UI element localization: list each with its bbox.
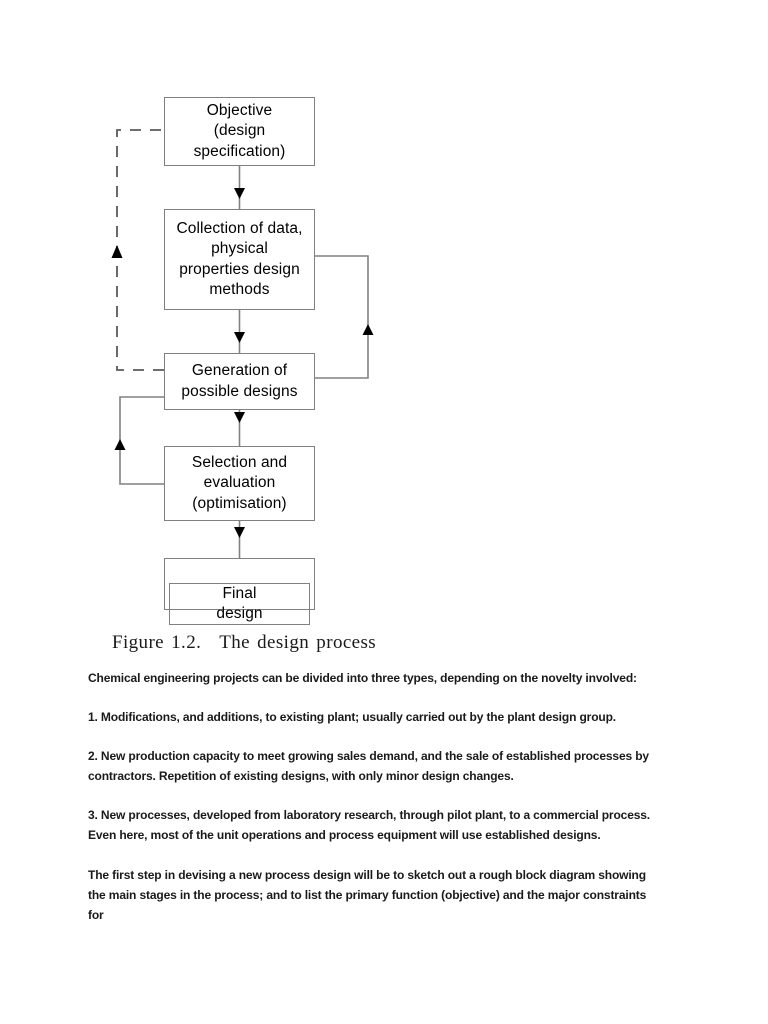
figure-caption: Figure 1.2. The design process: [112, 632, 376, 654]
connector-selection-to-final: [234, 521, 245, 558]
figure-caption-title: The design process: [219, 632, 377, 653]
feedback-loop-selection-to-generation: [114, 396, 164, 485]
paragraph-type-3: 3. New processes, developed from laborat…: [88, 808, 651, 843]
paragraph-intro: Chemical engineering projects can be div…: [88, 671, 637, 685]
figure-design-process: Objective (design specification) Collect…: [111, 97, 374, 626]
paragraph-type-1: 1. Modifications, and additions, to exis…: [88, 710, 616, 725]
paragraph-first-step: The first step in devising a new process…: [88, 867, 647, 922]
paragraph-type-2: 2. New production capacity to meet growi…: [88, 749, 649, 784]
node-final-design: Final design: [164, 558, 315, 626]
figure-caption-number: Figure 1.2.: [112, 632, 202, 653]
flowchart-connectors: [111, 129, 374, 558]
connector-generation-to-selection: [234, 410, 245, 446]
node-final-design-inner: Final design: [169, 583, 310, 626]
feedback-loop-generation-to-collection: [315, 255, 374, 379]
feedback-loop-generation-to-objective-dashed: [111, 129, 164, 371]
node-collection-of-data: Collection of data, physical properties …: [164, 209, 315, 310]
connector-objective-to-collection: [234, 166, 245, 209]
connector-collection-to-generation: [234, 310, 245, 353]
node-generation-of-possible-designs: Generation of possible designs: [164, 353, 315, 410]
node-objective: Objective (design specification): [164, 97, 315, 166]
node-selection-and-evaluation: Selection and evaluation (optimisation): [164, 446, 315, 521]
body-text: Chemical engineering projects can be div…: [88, 668, 670, 944]
